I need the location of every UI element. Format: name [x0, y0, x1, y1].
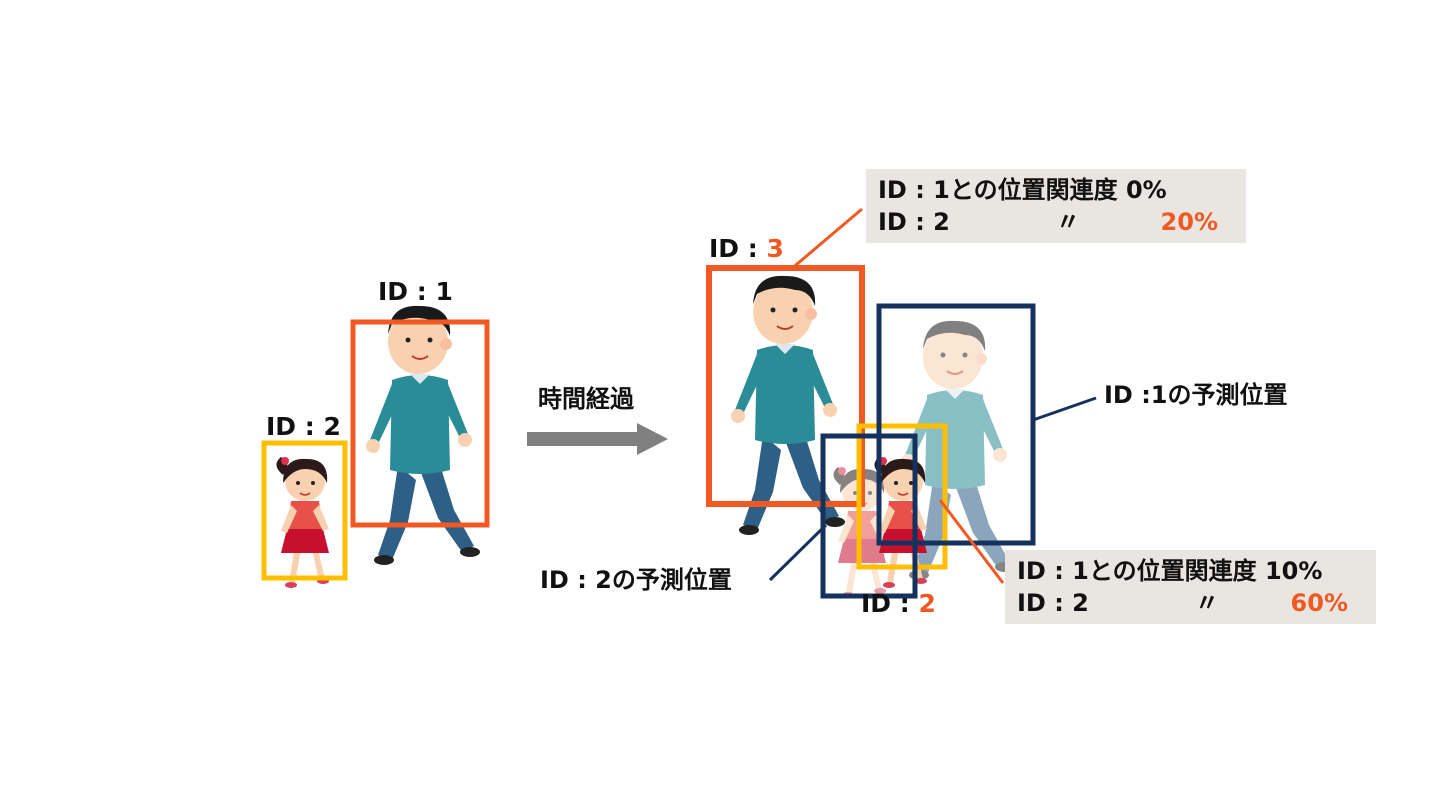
id2-box-before	[261, 440, 348, 581]
id1-box-before	[350, 319, 490, 528]
info-bottom-row1: ID : 1との位置関連度 10%	[1017, 557, 1323, 585]
right-arrow-icon	[527, 432, 637, 446]
id3-value: 3	[766, 234, 784, 263]
info-top-row2-id: ID : 2	[878, 208, 950, 236]
info-box-top: ID : 1との位置関連度 0% ID : 2 〃 20%	[866, 169, 1246, 243]
time-passage-label: 時間経過	[538, 385, 634, 413]
id3-box	[706, 265, 865, 507]
id2-label-after: ID : 2	[861, 591, 936, 616]
id1-label-before: ID : 1	[378, 277, 453, 306]
info-bottom-row2-id: ID : 2	[1017, 589, 1089, 617]
id3-prefix: ID :	[709, 234, 767, 263]
ditto-mark: 〃	[1056, 208, 1080, 236]
info-top-row1: ID : 1との位置関連度 0%	[878, 176, 1167, 204]
info-top-row2: ID : 2 〃 20%	[878, 206, 1234, 238]
id2-predicted-box	[820, 433, 918, 599]
arrow-head	[637, 423, 668, 455]
id1-predicted-callout-line	[1032, 396, 1097, 422]
info-top-row2-value: 20%	[1160, 208, 1218, 236]
info-bottom-row2: ID : 2 〃 60%	[1017, 587, 1364, 619]
id3-label: ID : 3	[709, 236, 784, 261]
id2-value: 2	[918, 589, 936, 618]
id2-label-before: ID : 2	[266, 412, 341, 441]
id2-predicted-label: ID : 2の予測位置	[540, 566, 732, 594]
id1-predicted-label: ID :1の予測位置	[1104, 381, 1288, 409]
top-callout-line	[789, 207, 863, 272]
id1-predicted-box	[876, 303, 1036, 546]
info-bottom-row2-value: 60%	[1290, 589, 1348, 617]
info-box-bottom: ID : 1との位置関連度 10% ID : 2 〃 60%	[1005, 550, 1376, 624]
man-figure-after	[730, 274, 846, 536]
id2-box-after	[856, 423, 948, 570]
id2-prefix: ID :	[861, 589, 919, 618]
id2-predicted-callout-line	[768, 523, 828, 582]
ditto-mark: 〃	[1195, 589, 1219, 617]
bottom-callout-line	[938, 499, 1005, 584]
girl-figure-before	[275, 456, 330, 589]
